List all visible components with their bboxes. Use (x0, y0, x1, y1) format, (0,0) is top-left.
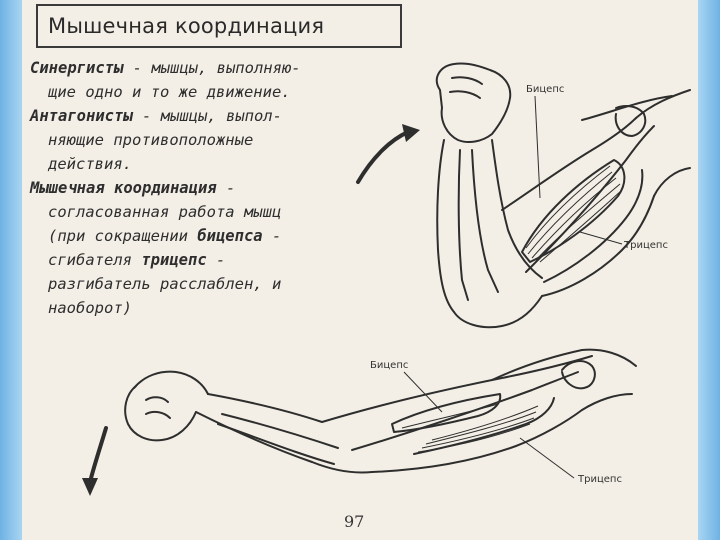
top-biceps-label: Бицепс (526, 84, 564, 95)
bottom-triceps-leader (520, 438, 574, 478)
page-number: 97 (344, 512, 364, 531)
top-biceps-fibers (526, 166, 622, 262)
scanned-page: Мышечная координация Синергисты - мышцы,… (22, 0, 698, 540)
bottom-arrow-icon (82, 478, 98, 496)
bottom-biceps-label: Бицепс (370, 360, 408, 371)
top-biceps-leader (535, 96, 540, 198)
top-triceps-label: Трицепс (623, 240, 668, 251)
top-triceps-leader (580, 232, 622, 244)
bottom-triceps-label: Трицепс (577, 474, 622, 485)
right-frame (698, 0, 720, 540)
left-frame (0, 0, 22, 540)
top-arrow-icon (402, 124, 420, 142)
flexed-arm-drawing (358, 63, 690, 327)
extended-arm-drawing (90, 350, 636, 482)
arm-illustrations: Бицепс Трицепс (22, 0, 698, 540)
